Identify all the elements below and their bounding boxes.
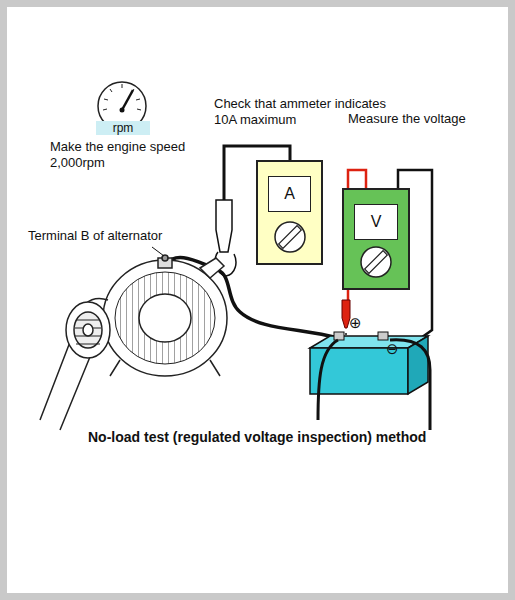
diagram-caption: No-load test (regulated voltage inspecti…: [88, 429, 426, 445]
meter-window: V: [354, 204, 398, 240]
instruction-note: Measure the voltage: [348, 111, 466, 127]
meter-symbol: V: [371, 213, 382, 231]
part-label: Terminal B of alternator: [28, 228, 162, 244]
polarity-mark: ⊖: [386, 340, 399, 357]
polarity-mark: ⊕: [349, 314, 362, 331]
meter-symbol: A: [284, 185, 295, 203]
voltmeter: V: [342, 188, 410, 290]
battery-cable: [318, 340, 338, 420]
selector-dial: [272, 219, 308, 255]
gauge-unit: rpm: [113, 122, 134, 134]
leader-line: [152, 247, 164, 256]
alternator: [40, 255, 227, 430]
instruction-note: Make the engine speed 2,000rpm: [50, 139, 200, 171]
meter-window: A: [268, 176, 311, 212]
ammeter: A: [256, 160, 323, 265]
gauge-label-band: rpm: [96, 121, 150, 135]
selector-dial: [358, 244, 394, 280]
positive-probe: [342, 300, 350, 328]
